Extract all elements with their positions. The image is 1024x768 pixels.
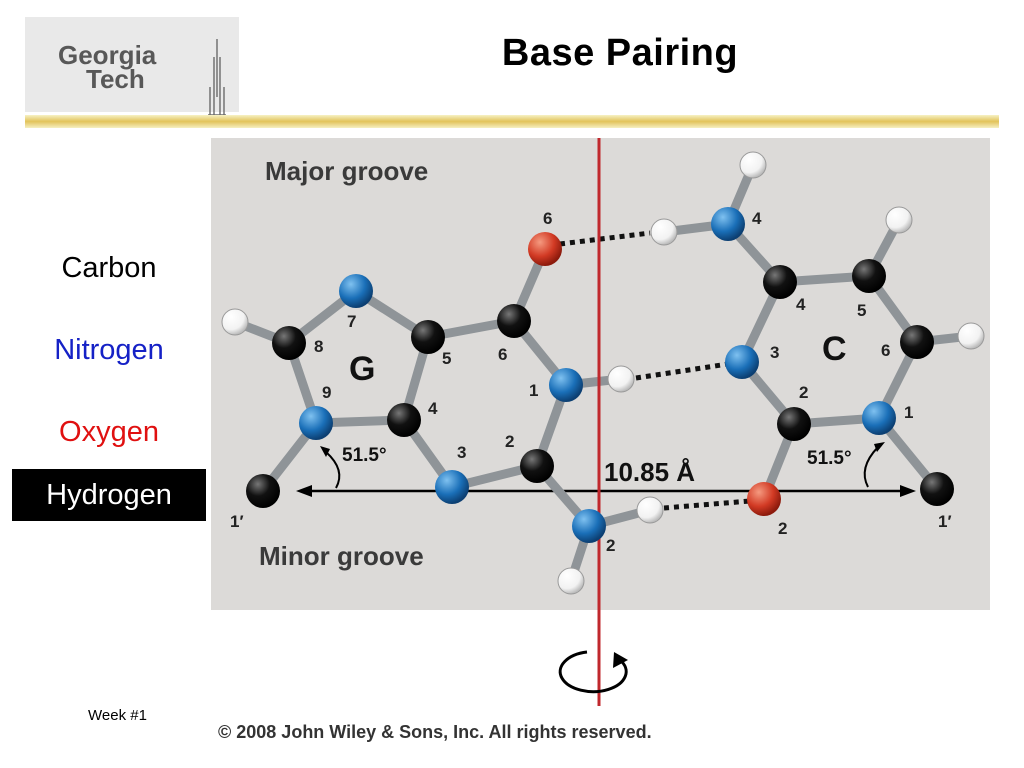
atom-nitrogen — [725, 345, 759, 379]
guanine-atoms — [221, 232, 664, 595]
atom-number: 3 — [457, 443, 466, 462]
atom-number: 2 — [799, 383, 808, 402]
atom-number: 6 — [881, 341, 890, 360]
angle-arc-right-head — [874, 442, 885, 452]
legend-nitrogen: Nitrogen — [54, 334, 164, 366]
atom-nitrogen — [862, 401, 896, 435]
atom-number: 4 — [752, 209, 762, 228]
atom-nitrogen — [549, 368, 583, 402]
atom-carbon — [411, 320, 445, 354]
rotation-arrow-icon — [558, 650, 628, 694]
cytosine-atoms — [650, 151, 985, 516]
atom-nitrogen — [299, 406, 333, 440]
atom-carbon — [763, 265, 797, 299]
title-underline-bar — [25, 115, 999, 128]
atom-number: 5 — [442, 349, 451, 368]
atom-carbon — [900, 325, 934, 359]
atom-carbon — [777, 407, 811, 441]
atom-number: 3 — [770, 343, 779, 362]
atom-number: 1 — [529, 381, 538, 400]
atom-number: 1′ — [938, 512, 952, 531]
week-label: Week #1 — [88, 707, 147, 724]
atom-nitrogen — [339, 274, 373, 308]
atom-hydrogen — [636, 496, 664, 524]
atom-hydrogen — [607, 365, 635, 393]
atom-number: 9 — [322, 383, 331, 402]
copyright-notice: © 2008 John Wiley & Sons, Inc. All right… — [218, 722, 652, 742]
minor-groove-label: Minor groove — [259, 541, 424, 571]
guanine-atom-numbers: 6 7 8 5 6 9 4 1 2 3 1′ 2 — [230, 209, 615, 555]
atom-hydrogen — [885, 206, 913, 234]
atom-oxygen — [747, 482, 781, 516]
atom-nitrogen — [711, 207, 745, 241]
logo-line2: Tech — [86, 64, 145, 94]
atom-carbon — [852, 259, 886, 293]
hydrogen-bonds — [559, 230, 751, 511]
atom-oxygen — [528, 232, 562, 266]
distance-label: 10.85 Å — [604, 457, 695, 487]
angle-arc-left — [325, 451, 341, 489]
atom-carbon — [387, 403, 421, 437]
atom-number: 6 — [543, 209, 552, 228]
angle-arc-right — [863, 446, 879, 488]
atom-nitrogen — [435, 470, 469, 504]
angle-label-right: 51.5° — [807, 448, 852, 469]
legend-oxygen: Oxygen — [59, 416, 159, 448]
base-g-label: G — [349, 350, 375, 388]
logo-text: Georgia Tech — [58, 40, 157, 94]
atom-number: 4 — [428, 399, 438, 418]
atom-number: 6 — [498, 345, 507, 364]
logo-line1: Georgia — [58, 40, 157, 70]
angle-label-left: 51.5° — [342, 445, 387, 466]
legend-hydrogen: Hydrogen — [12, 469, 206, 521]
atom-number: 8 — [314, 337, 323, 356]
atom-carbon — [920, 472, 954, 506]
atom-number: 2 — [778, 519, 787, 538]
atom-hydrogen — [957, 322, 985, 350]
atom-hydrogen — [221, 308, 249, 336]
atom-number: 1′ — [230, 512, 244, 531]
angle-arc-left-head — [320, 446, 330, 457]
atom-number: 2 — [505, 432, 514, 451]
atom-carbon — [497, 304, 531, 338]
distance-arrow-right — [900, 485, 916, 497]
tech-tower-icon — [208, 39, 226, 116]
atom-number: 5 — [857, 301, 866, 320]
atom-number: 4 — [796, 295, 806, 314]
base-c-label: C — [822, 330, 847, 368]
cytosine-atom-numbers: 4 5 4 6 3 2 1 1′ 2 — [752, 209, 952, 538]
georgia-tech-logo: Georgia Tech — [25, 17, 239, 116]
atom-number: 7 — [347, 312, 356, 331]
atom-number: 2 — [606, 536, 615, 555]
atom-carbon — [272, 326, 306, 360]
slide-title: Base Pairing — [501, 32, 739, 74]
atom-carbon — [246, 474, 280, 508]
atom-carbon — [520, 449, 554, 483]
atom-hydrogen — [557, 567, 585, 595]
legend-carbon: Carbon — [61, 252, 157, 284]
atom-hydrogen — [739, 151, 767, 179]
atom-hydrogen — [650, 218, 678, 246]
distance-arrow-left — [296, 485, 312, 497]
atom-nitrogen — [572, 509, 606, 543]
rotation-arrowhead-icon — [613, 652, 628, 668]
atom-number: 1 — [904, 403, 913, 422]
major-groove-label: Major groove — [265, 156, 428, 186]
